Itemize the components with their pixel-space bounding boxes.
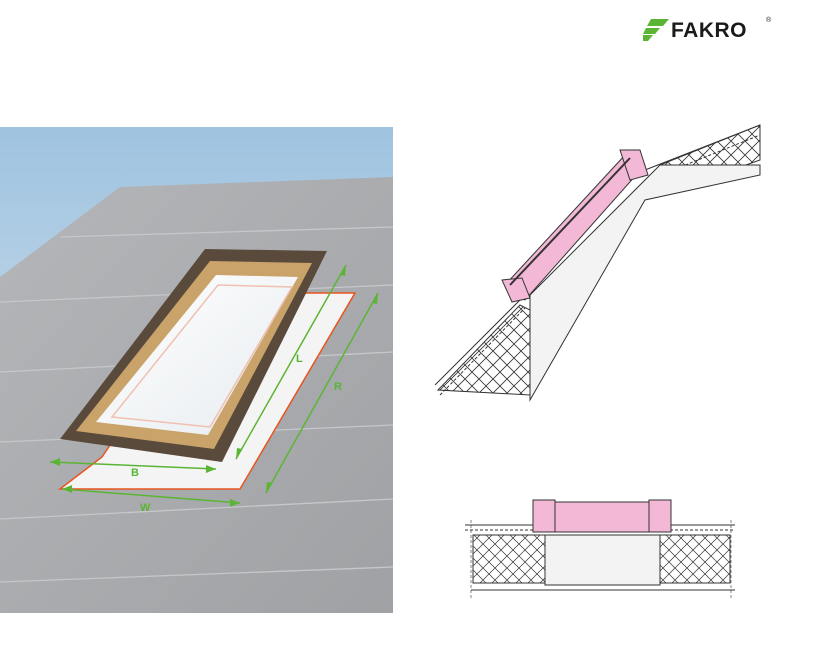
dim-line-R bbox=[265, 292, 379, 494]
brand-name: FAKRO bbox=[671, 19, 747, 42]
fakro-logo-mark-icon bbox=[643, 19, 669, 41]
dim-label-L: L bbox=[296, 353, 303, 365]
dim-line-B bbox=[49, 461, 217, 470]
window-lining bbox=[529, 164, 761, 402]
window-opening bbox=[544, 534, 661, 586]
fakro-logo: FAKRO ® bbox=[643, 17, 773, 44]
dim-label-W: W bbox=[140, 502, 151, 514]
right-sash-profile bbox=[648, 499, 672, 533]
upper-frame-block bbox=[619, 149, 649, 181]
roof-window-illustration: L R B W bbox=[0, 127, 393, 613]
left-insulation bbox=[472, 534, 546, 584]
registered-mark: ® bbox=[766, 17, 772, 24]
window-glass bbox=[96, 275, 298, 435]
dim-line-W bbox=[61, 488, 241, 504]
vertical-cross-section bbox=[434, 124, 761, 402]
dim-label-R: R bbox=[334, 381, 342, 393]
glass-pink-edge bbox=[110, 284, 294, 428]
glazing-pane bbox=[542, 501, 662, 533]
dim-label-B: B bbox=[131, 467, 139, 479]
dim-line-L bbox=[235, 264, 347, 460]
left-sash-profile bbox=[532, 499, 556, 533]
horizontal-cross-section bbox=[465, 499, 735, 598]
right-insulation bbox=[659, 534, 731, 584]
